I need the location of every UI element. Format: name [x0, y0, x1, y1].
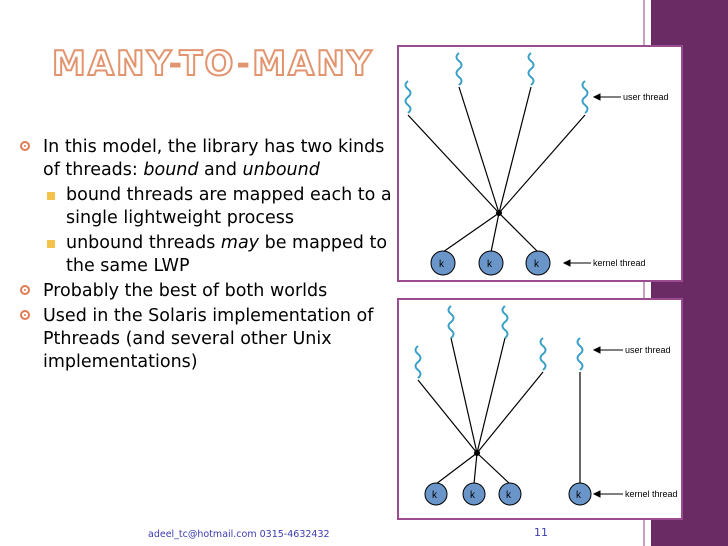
- kernel-thread-icon: [424, 482, 448, 506]
- user-thread-icon: [447, 305, 455, 339]
- bullet-marker-icon: [20, 141, 30, 151]
- bullet-marker-icon: [20, 285, 30, 295]
- kernel-thread-icon: [478, 250, 504, 276]
- kernel-thread-icon: [462, 482, 486, 506]
- title-part: MANY: [51, 43, 169, 85]
- bullet-text: In this model, the library has two kinds…: [43, 137, 385, 180]
- bullet-list: In this model, the library has two kinds…: [20, 136, 404, 376]
- bullet-text: and: [198, 160, 243, 180]
- kernel-thread-label: kernel thread: [625, 489, 678, 499]
- page-number: 11: [534, 526, 548, 539]
- user-thread-icon: [527, 52, 535, 86]
- title-part: -: [168, 44, 180, 84]
- user-thread-icon: [455, 52, 463, 86]
- bullet-item: Used in the Solaris implementation of Pt…: [20, 305, 404, 374]
- label-arrow: [562, 93, 621, 267]
- bullet-marker-icon: [20, 310, 30, 320]
- user-thread-label: user thread: [623, 92, 669, 102]
- bullet-text: unbound: [242, 160, 320, 180]
- user-thread-label: user thread: [625, 345, 671, 355]
- kernel-thread-icon: [568, 482, 592, 506]
- bullet-item: In this model, the library has two kinds…: [20, 136, 404, 182]
- sub-bullet-item: unbound threads may be mapped to the sam…: [20, 232, 404, 278]
- kernel-thread-icon: [525, 250, 551, 276]
- user-thread-icon: [414, 345, 422, 379]
- thread-lines: [407, 86, 586, 253]
- kernel-glyph: k: [439, 259, 445, 270]
- kernel-glyph: k: [576, 490, 582, 501]
- title-part: TO: [178, 43, 237, 85]
- kernel-thread-icon: [430, 250, 456, 276]
- user-thread-icon: [501, 305, 509, 339]
- bullet-item: Probably the best of both worlds: [20, 280, 404, 303]
- sub-bullet-item: bound threads are mapped each to a singl…: [20, 184, 404, 230]
- bullet-text: may: [220, 233, 260, 253]
- junction-point: [496, 210, 502, 216]
- kernel-glyph: k: [534, 259, 540, 270]
- slide-title: MANY-TO-MANY: [51, 43, 374, 85]
- junction-point: [474, 450, 480, 456]
- user-thread-icon: [576, 337, 584, 371]
- title-part: -: [236, 44, 253, 84]
- diagram-many-to-many-top: k k k user thread kernel thread: [397, 45, 683, 282]
- diagram-border: [397, 45, 683, 282]
- sub-bullet-marker-icon: [47, 240, 55, 248]
- kernel-thread-icon: [498, 482, 522, 506]
- bullet-text: bound threads are mapped each to a singl…: [66, 185, 392, 228]
- title-part: MANY: [251, 43, 374, 85]
- kernel-glyph: k: [487, 259, 493, 270]
- kernel-thread-label: kernel thread: [593, 258, 646, 268]
- diagram-border: [397, 298, 683, 520]
- user-thread-icon: [539, 337, 547, 371]
- bullet-text: bound: [143, 160, 199, 180]
- footer-contact: adeel_tc@hotmail.com 0315-4632432: [148, 529, 330, 540]
- bullet-text: be mapped to the same LWP: [66, 233, 388, 276]
- kernel-glyph: k: [432, 490, 438, 501]
- kernel-glyph: k: [470, 490, 476, 501]
- thread-lines: [417, 337, 581, 485]
- bullet-text: Used in the Solaris implementation of Pt…: [43, 306, 374, 372]
- user-thread-icon: [404, 80, 412, 114]
- diagram-two-level-bottom: k k k k user thread kernel thread: [397, 298, 683, 520]
- bullet-text: unbound threads: [66, 233, 221, 253]
- sub-bullet-marker-icon: [47, 192, 55, 200]
- label-arrow: [592, 346, 623, 498]
- user-thread-icon: [581, 80, 589, 114]
- bullet-text: Probably the best of both worlds: [43, 281, 328, 301]
- kernel-glyph: k: [506, 490, 512, 501]
